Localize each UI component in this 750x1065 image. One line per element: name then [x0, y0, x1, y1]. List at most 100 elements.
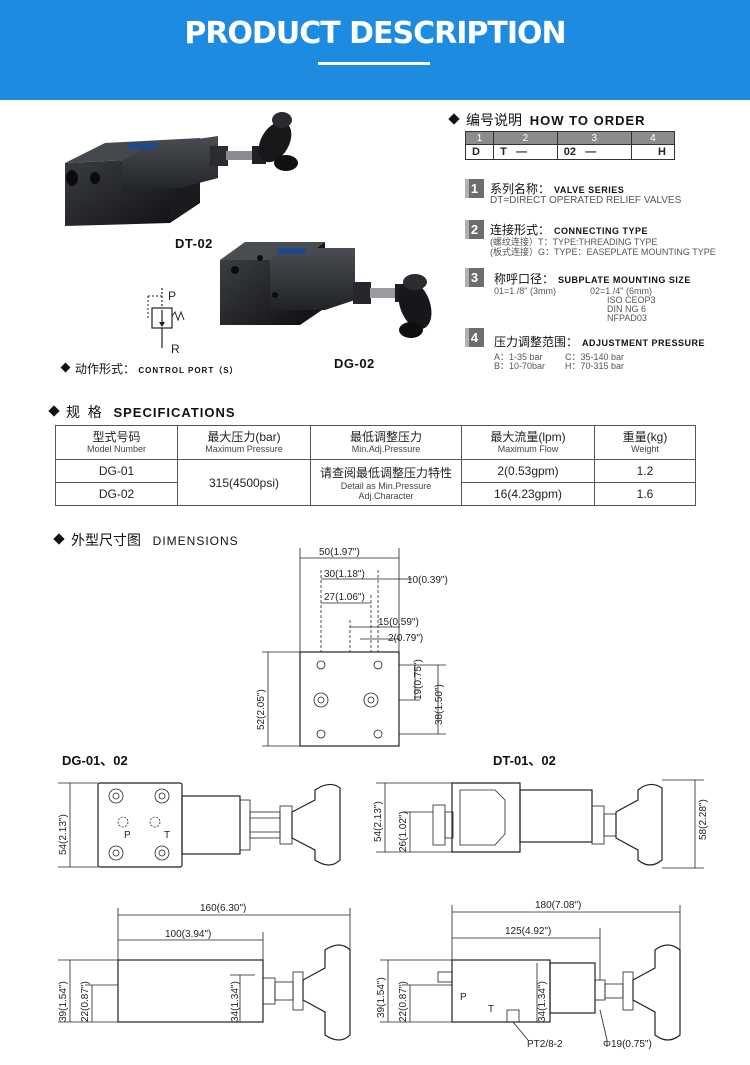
- order-code-dash: —: [516, 146, 527, 158]
- dim-top-38: 38(1.50"): [434, 684, 445, 725]
- dimension-drawings: 50(1.97") 30(1.18") 10(0.39") 27(1.06") …: [58, 547, 709, 1050]
- dimensions-title-cn: 外型尺寸图: [71, 532, 141, 548]
- order-code-dash: —: [585, 146, 597, 158]
- spec-weight-cell: 1.6: [594, 482, 696, 506]
- spec-pressure-cell: 315(4500psi): [177, 459, 311, 506]
- caption-dg-02: DG-02: [334, 356, 375, 371]
- order-step-2-title: 连接形式：CONNECTING TYPE: [490, 221, 648, 238]
- diamond-bullet-icon: [448, 113, 460, 125]
- order-step-4-line: A：1-35 bar: [494, 352, 543, 362]
- dt-02-valve-photo: [65, 112, 298, 226]
- spec-min-adj-cn: 请查阅最低调整压力特性: [319, 466, 452, 480]
- order-step-3-line: 01=1 /8" (3mm): [494, 286, 556, 296]
- order-step-2-line: (板式连接）G：TYPE：EASEPLATE MOUNTING TYPE: [490, 247, 716, 257]
- order-step-4-title-en: ADJUSTMENT PRESSURE: [582, 338, 706, 348]
- title-underline: [318, 62, 430, 65]
- dimensions-heading: 外型尺寸图 DIMENSIONS: [53, 530, 239, 550]
- dim-dt-180: 180(7.08"): [535, 900, 581, 911]
- order-num-cell: 1: [464, 131, 495, 145]
- order-step-4-badge: 4: [465, 328, 484, 347]
- order-step-1-title-en: VALVE SERIES: [554, 185, 625, 195]
- dg-02-valve-photo: [220, 242, 432, 338]
- control-port-heading: 动作形式： CONTROL PORT（S）: [60, 360, 239, 377]
- order-step-4-line: B：10-70bar: [494, 361, 546, 371]
- control-port-label-cn: 动作形式：: [75, 362, 136, 376]
- dim-dt-39: 39(1.54"): [376, 977, 387, 1018]
- dim-dg-39: 39(1.54"): [58, 981, 69, 1022]
- how-to-order-heading: 编号说明 HOW TO ORDER: [448, 110, 646, 130]
- order-step-3-title-en: SUBPLATE MOUNTING SIZE: [558, 275, 691, 285]
- order-step-3-line: DIN NG 6: [607, 304, 647, 314]
- order-step-4-line: C：35-140 bar: [565, 352, 625, 362]
- dim-dg-160: 160(6.30"): [200, 903, 246, 914]
- dim-top-50: 50(1.97"): [319, 547, 360, 558]
- order-code-cell: D: [464, 144, 495, 160]
- spec-model-cell: DG-01: [55, 459, 178, 483]
- order-step-1-badge: 1: [465, 179, 484, 198]
- table-row: DG-01 315(4500psi) 请查阅最低调整压力特性 Detail as…: [55, 459, 696, 506]
- specifications-heading: 规 格 SPECIFICATIONS: [48, 402, 236, 422]
- order-step-4-title: 压力调整范围：ADJUSTMENT PRESSURE: [494, 333, 705, 350]
- dim-top-52: 52(2.05"): [256, 689, 267, 730]
- spec-min-adj-en1: Detail as Min.Pressure: [340, 481, 432, 491]
- diamond-bullet-icon: [60, 362, 71, 373]
- dim-top-19: 19(0.75"): [413, 659, 424, 700]
- order-code-02: 02: [563, 146, 577, 158]
- dg-drawing-label: DG-01、02: [62, 753, 128, 768]
- diamond-bullet-icon: [48, 405, 60, 417]
- spec-min-adj-cell: 请查阅最低调整压力特性 Detail as Min.Pressure Adj.C…: [310, 459, 462, 506]
- order-code-t: T: [500, 146, 507, 158]
- relief-valve-symbol: [147, 288, 185, 348]
- dg-port-t: T: [164, 830, 170, 841]
- order-step-4-line: H：70-315 bar: [565, 361, 625, 371]
- dim-top-10: 10(0.39"): [407, 575, 448, 586]
- order-step-2-title-cn: 连接形式：: [490, 223, 551, 237]
- spec-flow-cell: 16(4.23gpm): [461, 482, 595, 506]
- dt-drawing-label: DT-01、02: [493, 753, 556, 768]
- how-to-order-title-en: HOW TO ORDER: [529, 113, 646, 128]
- order-step-4-title-cn: 压力调整范围：: [494, 335, 579, 349]
- dim-top-27: 27(1.06"): [324, 592, 365, 603]
- order-step-1-title-cn: 系列名称：: [490, 182, 551, 196]
- dg-port-p: P: [124, 830, 131, 841]
- dim-dg-54: 54(2.13"): [58, 814, 69, 855]
- dt-phi-19: Φ19(0.75"): [603, 1039, 652, 1050]
- spec-header-weight: 重量(kg)Weight: [594, 425, 696, 460]
- port-r-label: R: [171, 342, 180, 356]
- dimensions-title-en: DIMENSIONS: [152, 534, 239, 548]
- spec-header-pressure: 最大压力(bar)Maximum Pressure: [177, 425, 311, 460]
- dim-dt-34: 34(1.34"): [537, 981, 548, 1022]
- header-banner: PRODUCT DESCRIPTION: [0, 0, 750, 100]
- dim-dg-34: 34(1.34"): [230, 981, 241, 1022]
- dim-top-30: 30(1.18"): [324, 569, 365, 580]
- order-code-cell: H: [630, 144, 676, 160]
- dim-dt-26: 26(1.02"): [398, 811, 409, 852]
- page-title: PRODUCT DESCRIPTION: [184, 16, 566, 51]
- dim-dt-22: 22(0.87"): [398, 981, 409, 1022]
- spec-header-flow: 最大流量(lpm)Maximum Flow: [461, 425, 595, 460]
- specifications-title-cn: 规 格: [66, 404, 102, 420]
- dim-top-15: 15(0.59"): [378, 617, 419, 628]
- order-step-3-badge: 3: [465, 268, 484, 287]
- dim-dg-22: 22(0.87"): [80, 981, 91, 1022]
- how-to-order-title-cn: 编号说明: [466, 112, 522, 128]
- order-step-3-line: 02=1 /4" (6mm): [590, 286, 652, 296]
- control-port-label-en: CONTROL PORT（S）: [138, 366, 239, 375]
- port-p-label: P: [168, 289, 177, 303]
- order-step-2-title-en: CONNECTING TYPE: [554, 226, 649, 236]
- order-step-3-line: NFPAD03: [607, 313, 647, 323]
- table-row: DG-02 16(4.23gpm) 1.6: [55, 482, 696, 506]
- spec-flow-cell: 2(0.53gpm): [461, 459, 595, 483]
- order-step-3-title: 称呼口径：SUBPLATE MOUNTING SIZE: [494, 270, 691, 287]
- dim-dt-125: 125(4.92"): [505, 926, 551, 937]
- dim-top-2: 2(0.79"): [388, 633, 423, 644]
- spec-min-adj-en2: Adj.Character: [358, 491, 414, 501]
- spec-weight-cell: 1.2: [594, 459, 696, 483]
- order-code-cell: T —: [493, 144, 558, 160]
- order-step-3-line: ISO CEOP3: [607, 295, 656, 305]
- specifications-title-en: SPECIFICATIONS: [113, 405, 236, 420]
- order-step-1-title: 系列名称：VALVE SERIES: [490, 180, 624, 197]
- caption-dt-02: DT-02: [175, 236, 213, 251]
